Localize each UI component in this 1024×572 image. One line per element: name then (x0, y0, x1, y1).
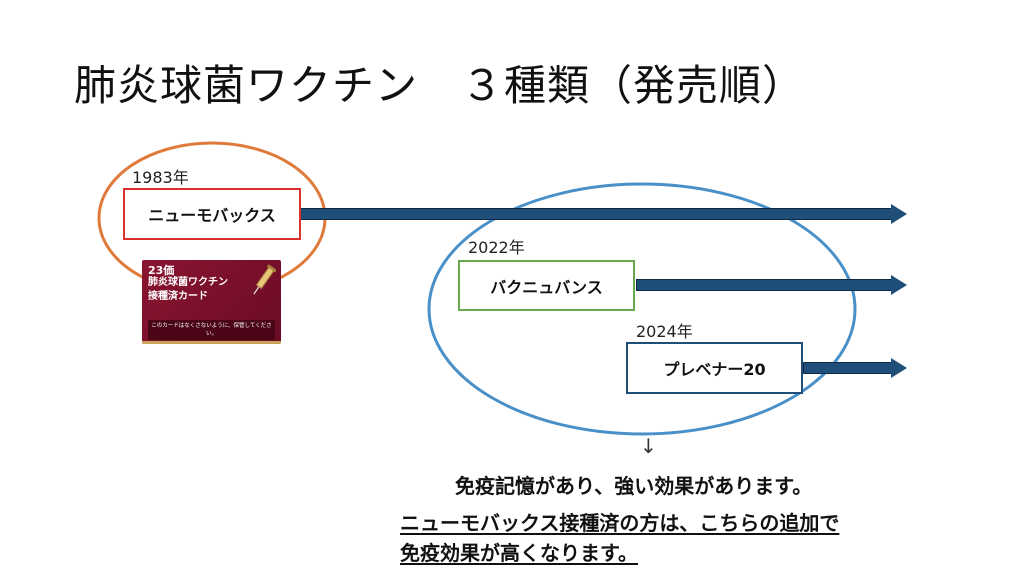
vaccination-card-image: 23価 肺炎球菌ワクチン 接種済カード このカードはなくさないように、保管してく… (142, 260, 281, 344)
vaccine-box-prevnar20: プレベナー20 (626, 342, 803, 394)
timeline-arrowhead-3 (891, 358, 907, 378)
timeline-arrowhead-1 (891, 204, 907, 224)
conclusion-text: 免疫記憶があり、強い効果があります。 (455, 474, 813, 498)
down-arrow-icon: ↓ (640, 434, 657, 458)
card-note: このカードはなくさないように、保管してください。 (148, 320, 275, 340)
year-label-1: 1983年 (132, 168, 189, 187)
year-label-2: 2022年 (468, 238, 525, 257)
vaccine-name: プレベナー20 (663, 360, 766, 379)
timeline-arrow-2 (636, 279, 892, 291)
vaccine-box-pneumovax: ニューモバックス (123, 188, 301, 240)
timeline-arrow-3 (803, 362, 892, 374)
timeline-arrowhead-2 (891, 275, 907, 295)
card-gold-stripe (142, 341, 281, 344)
vaccine-box-vaxneuvance: バクニュバンス (458, 260, 635, 311)
syringe-icon (253, 264, 276, 295)
blue-ellipse (427, 182, 857, 436)
note-line-2: 免疫効果が高くなります。 (400, 541, 638, 565)
timeline-arrow-1 (300, 208, 892, 220)
card-title-line1: 23価 (148, 264, 175, 277)
note-line-1: ニューモバックス接種済の方は、こちらの追加で (400, 511, 840, 535)
page-title: 肺炎球菌ワクチン ３種類（発売順） (74, 61, 806, 110)
year-label-3: 2024年 (636, 322, 693, 341)
vaccine-name: ニューモバックス (148, 206, 276, 225)
vaccine-name: バクニュバンス (490, 277, 603, 297)
card-title-line3: 接種済カード (148, 291, 208, 302)
card-title-line2: 肺炎球菌ワクチン (148, 277, 228, 288)
